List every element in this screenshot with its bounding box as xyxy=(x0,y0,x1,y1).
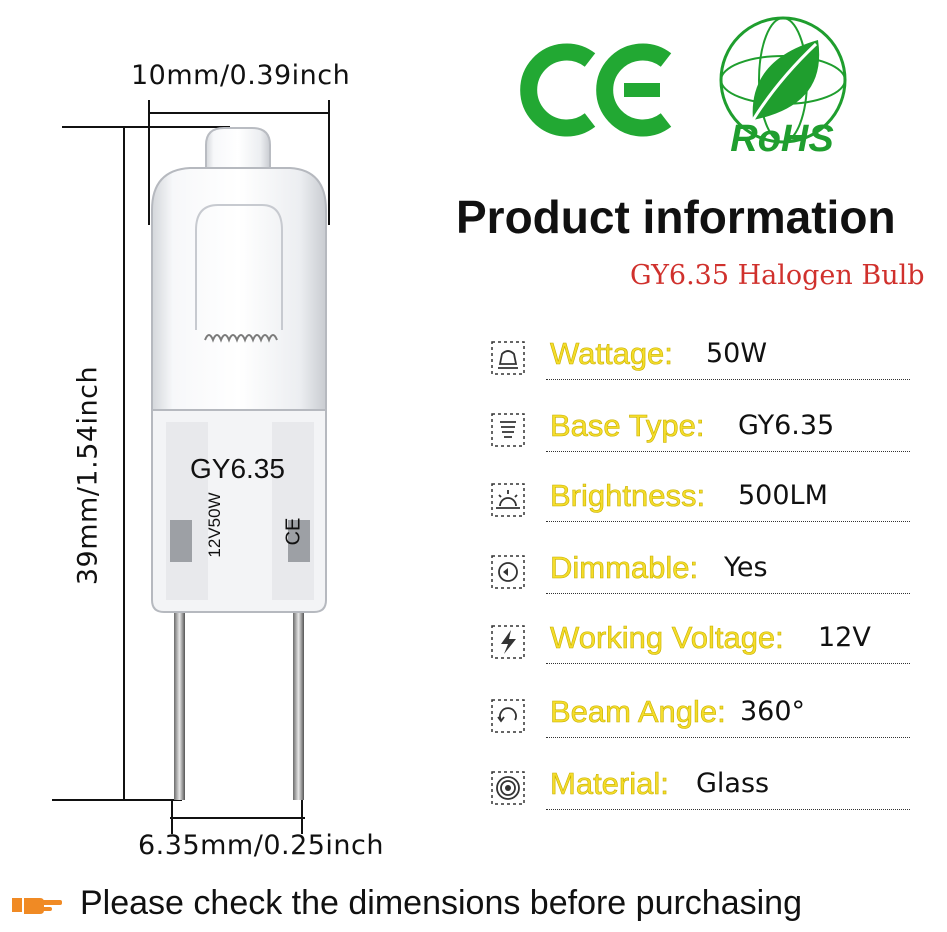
lamp-icon xyxy=(491,341,525,375)
spec-row-brightness: Brightness: 500LM xyxy=(490,478,910,522)
spec-row-dimmable: Dimmable: Yes xyxy=(490,550,910,594)
spec-row-wattage: Wattage: 50W xyxy=(490,336,910,380)
spec-label-working-voltage: Working Voltage: xyxy=(550,620,784,656)
base-right-panel xyxy=(272,422,314,600)
spec-row-base-type: Base Type: GY6.35 xyxy=(490,408,910,452)
lightning-icon xyxy=(491,625,525,659)
right-foil xyxy=(288,520,310,562)
spec-row-beam-angle: Beam Angle: 360° xyxy=(490,694,910,738)
rohs-logo xyxy=(719,16,847,144)
spec-value-dimmable: Yes xyxy=(724,552,768,583)
dimmer-icon xyxy=(491,555,525,589)
spec-label-beam-angle: Beam Angle: xyxy=(550,694,726,730)
pin-spacing-extension-right xyxy=(301,800,303,834)
rohs-logo-text: RoHS xyxy=(730,118,834,160)
pointing-hand-icon xyxy=(12,898,62,914)
pin-spacing-extension-left xyxy=(171,800,173,834)
base-left-panel xyxy=(166,422,208,600)
spec-value-wattage: 50W xyxy=(706,338,768,369)
height-top-extension xyxy=(62,126,230,128)
spec-label-brightness: Brightness: xyxy=(550,478,706,514)
left-pin xyxy=(174,540,185,800)
product-title: Product information xyxy=(456,191,896,243)
bulb-ce-marking: CE xyxy=(282,517,305,546)
width-dimension-label: 10mm/0.39inch xyxy=(131,60,351,91)
bulb-rating-marking: 12V50W xyxy=(205,492,224,558)
dimension-check-note: Please check the dimensions before purch… xyxy=(80,884,802,922)
spec-label-dimmable: Dimmable: xyxy=(550,550,699,586)
spec-underline xyxy=(546,737,910,738)
spec-underline xyxy=(546,521,910,522)
spec-value-working-voltage: 12V xyxy=(818,622,871,653)
width-extension-left xyxy=(148,100,150,225)
inner-capsule xyxy=(195,204,283,330)
width-extension-right xyxy=(328,100,330,225)
spec-underline xyxy=(546,663,910,664)
height-dimension-line xyxy=(123,126,125,800)
pin-spacing-label: 6.35mm/0.25inch xyxy=(138,830,385,861)
spec-underline xyxy=(546,451,910,452)
base-icon xyxy=(491,413,525,447)
filament-coil xyxy=(204,334,278,343)
spec-value-brightness: 500LM xyxy=(738,480,828,511)
height-bottom-extension xyxy=(52,799,182,801)
left-foil xyxy=(170,520,192,562)
rotate-icon xyxy=(491,699,525,733)
spec-value-base-type: GY6.35 xyxy=(738,410,835,441)
ce-logo xyxy=(520,43,672,137)
spec-value-beam-angle: 360° xyxy=(740,696,806,727)
right-pin xyxy=(293,540,304,800)
spec-underline xyxy=(546,809,910,810)
spec-label-base-type: Base Type: xyxy=(550,408,705,444)
spec-row-working-voltage: Working Voltage: 12V xyxy=(490,620,910,664)
spec-underline xyxy=(546,379,910,380)
product-subtitle: GY6.35 Halogen Bulb xyxy=(630,260,925,291)
spec-row-material: Material: Glass xyxy=(490,766,910,810)
pin-spacing-dimension-line xyxy=(170,817,305,819)
bulb-base-marking: GY6.35 xyxy=(190,453,285,484)
spec-value-material: Glass xyxy=(696,768,770,799)
sunrise-icon xyxy=(491,483,525,517)
spec-label-material: Material: xyxy=(550,766,669,802)
width-dimension-line xyxy=(148,112,330,114)
spec-underline xyxy=(546,593,910,594)
spec-label-wattage: Wattage: xyxy=(550,336,674,372)
target-icon xyxy=(491,771,525,805)
bulb-tip xyxy=(205,127,271,176)
